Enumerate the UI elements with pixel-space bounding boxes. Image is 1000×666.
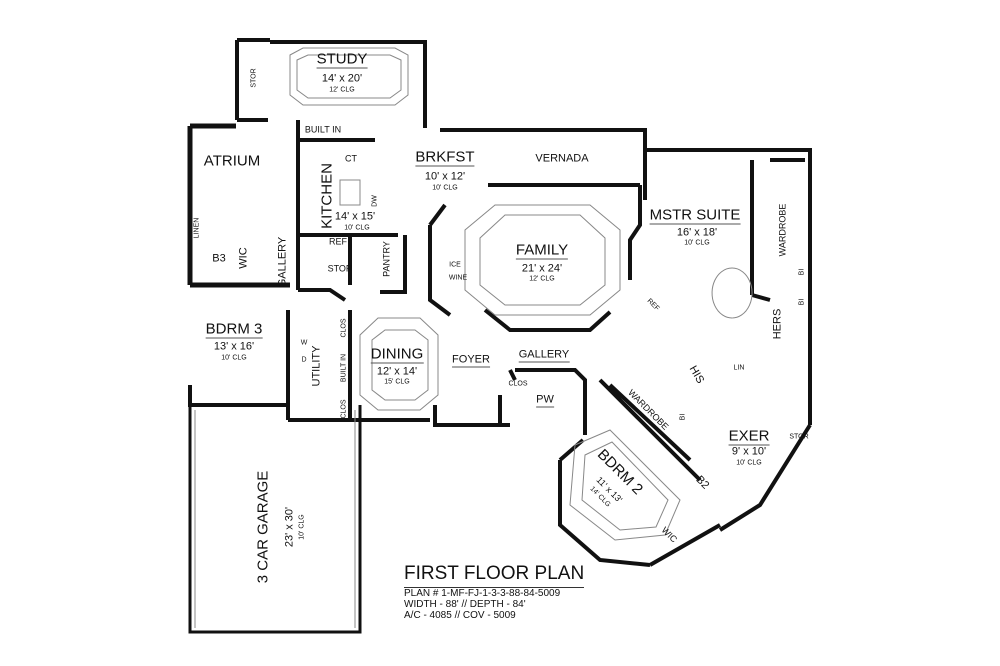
linen-label: LINEN bbox=[193, 217, 201, 239]
title-block: FIRST FLOOR PLAN PLAN # 1-MF-FJ-1-3-3-88… bbox=[404, 563, 585, 621]
master-suite-size: 16' x 18' bbox=[676, 226, 718, 239]
exercise-size: 9' x 10' bbox=[731, 445, 767, 458]
bedroom3-size: 13' x 16' bbox=[213, 340, 255, 353]
gallery-label: GALLERY bbox=[518, 348, 570, 363]
linen-label: LIN bbox=[733, 364, 745, 372]
dining-size: 12' x 14' bbox=[376, 365, 418, 378]
wic-label: WIC bbox=[237, 247, 250, 269]
washer-label: W bbox=[300, 339, 308, 347]
built-in-label: BI bbox=[798, 268, 806, 276]
built-in-label: BI bbox=[679, 413, 687, 421]
closet-label: CLOS bbox=[508, 380, 528, 388]
dining-label: DINING bbox=[370, 345, 424, 364]
gallery-label: GALLERY bbox=[276, 236, 289, 288]
kitchen-size: 14' x 15' bbox=[334, 210, 376, 223]
wine-label: WINE bbox=[448, 274, 468, 282]
dining-ceiling: 15' CLG bbox=[384, 378, 410, 386]
pantry-label: PANTRY bbox=[381, 241, 392, 277]
closet-label: CLOS bbox=[340, 318, 348, 338]
breakfast-ceiling: 10' CLG bbox=[432, 184, 458, 192]
family-ceiling: 12' CLG bbox=[529, 275, 555, 283]
veranda-label: VERNADA bbox=[535, 152, 589, 165]
countertop-label: CT bbox=[345, 153, 357, 164]
built-in-label: BUILT IN bbox=[340, 353, 348, 383]
built-in-label: BUILT IN bbox=[304, 124, 342, 135]
foyer-label: FOYER bbox=[452, 353, 490, 368]
plan-dimensions: WIDTH - 88' // DEPTH - 84' bbox=[404, 599, 526, 610]
dryer-label: D bbox=[301, 356, 307, 364]
atrium-label: ATRIUM bbox=[203, 152, 261, 170]
study-ceiling: 12' CLG bbox=[329, 86, 355, 94]
plan-title: FIRST FLOOR PLAN bbox=[404, 563, 585, 588]
breakfast-label: BRKFST bbox=[415, 148, 475, 167]
plan-number: PLAN # 1-MF-FJ-1-3-3-88-84-5009 bbox=[404, 588, 561, 599]
built-in-label: BI bbox=[798, 298, 806, 306]
family-label: FAMILY bbox=[515, 241, 569, 260]
kitchen-ceiling: 10' CLG bbox=[344, 224, 370, 232]
exercise-label: EXER bbox=[728, 427, 770, 446]
family-size: 21' x 24' bbox=[521, 262, 563, 275]
wardrobe-label: WARDROBE bbox=[777, 203, 788, 257]
dishwasher-label: DW bbox=[371, 195, 379, 207]
utility-label: UTILITY bbox=[310, 345, 323, 387]
garage-size: 23' x 30' bbox=[283, 506, 296, 548]
stor-label: STOR bbox=[250, 68, 258, 88]
plan-area: A/C - 4085 // COV - 5009 bbox=[404, 610, 516, 621]
stor-label: STOR bbox=[789, 433, 809, 441]
bedroom3-label: BDRM 3 bbox=[205, 320, 263, 339]
study-label: STUDY bbox=[316, 50, 368, 69]
garage-label: 3 CAR GARAGE bbox=[254, 470, 272, 584]
kitchen-label: KITCHEN bbox=[318, 163, 336, 229]
ref-label: REF bbox=[329, 236, 347, 247]
closet-label: CLOS bbox=[340, 399, 348, 419]
ice-label: ICE bbox=[449, 261, 461, 269]
master-suite-label: MSTR SUITE bbox=[649, 206, 741, 225]
master-suite-ceiling: 10' CLG bbox=[684, 239, 710, 247]
stor-label: STOR bbox=[327, 263, 353, 274]
garage-ceiling: 10' CLG bbox=[298, 514, 306, 540]
bath3-label: B3 bbox=[212, 252, 226, 265]
exercise-ceiling: 10' CLG bbox=[736, 459, 762, 467]
hers-label: HERS bbox=[771, 308, 784, 340]
study-size: 14' x 20' bbox=[321, 72, 363, 85]
breakfast-size: 10' x 12' bbox=[424, 170, 466, 183]
powder-room-label: PW bbox=[536, 393, 554, 408]
bedroom3-ceiling: 10' CLG bbox=[221, 354, 247, 362]
